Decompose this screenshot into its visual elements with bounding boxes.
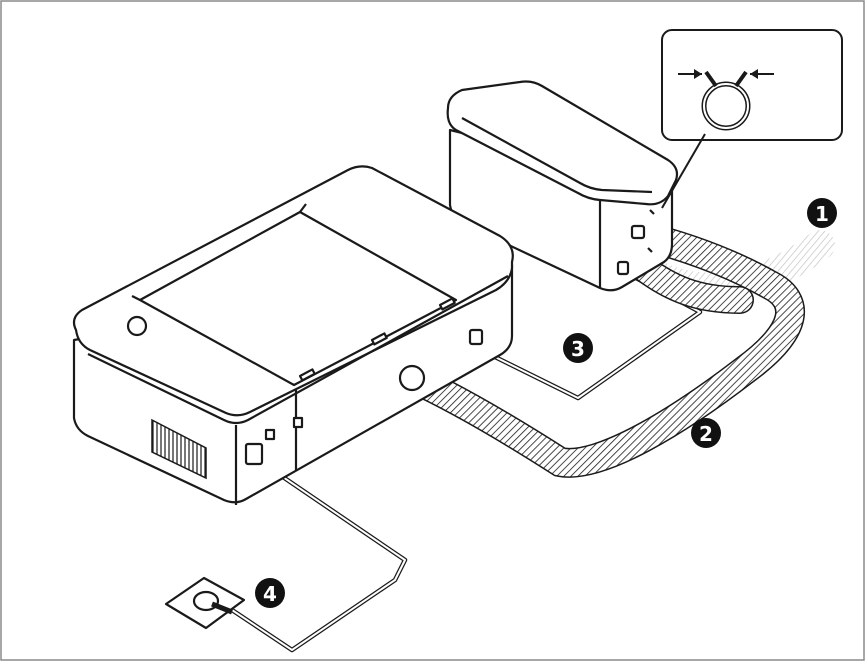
engraver-power-port (244, 442, 264, 466)
purifier-port-upper (630, 224, 646, 240)
power-plug (164, 576, 246, 630)
callout-2-label: 2 (699, 422, 713, 446)
callout-4-label: 4 (263, 582, 277, 606)
callout-1: 1 (807, 198, 837, 228)
purifier-port-lower (616, 260, 630, 276)
callout-4: 4 (255, 578, 285, 608)
engraver-vent-grille (151, 418, 207, 480)
engraver-air-outlet (398, 364, 426, 392)
engraver-signal-port (468, 328, 484, 346)
callout-3: 3 (563, 333, 593, 363)
power-button (126, 315, 148, 337)
air-purifier (446, 80, 679, 292)
callout-2: 2 (691, 418, 721, 448)
hose-clamp-inset (661, 29, 843, 209)
callout-3-label: 3 (571, 337, 585, 361)
laser-engraver (72, 165, 514, 505)
callout-1-label: 1 (815, 202, 829, 226)
